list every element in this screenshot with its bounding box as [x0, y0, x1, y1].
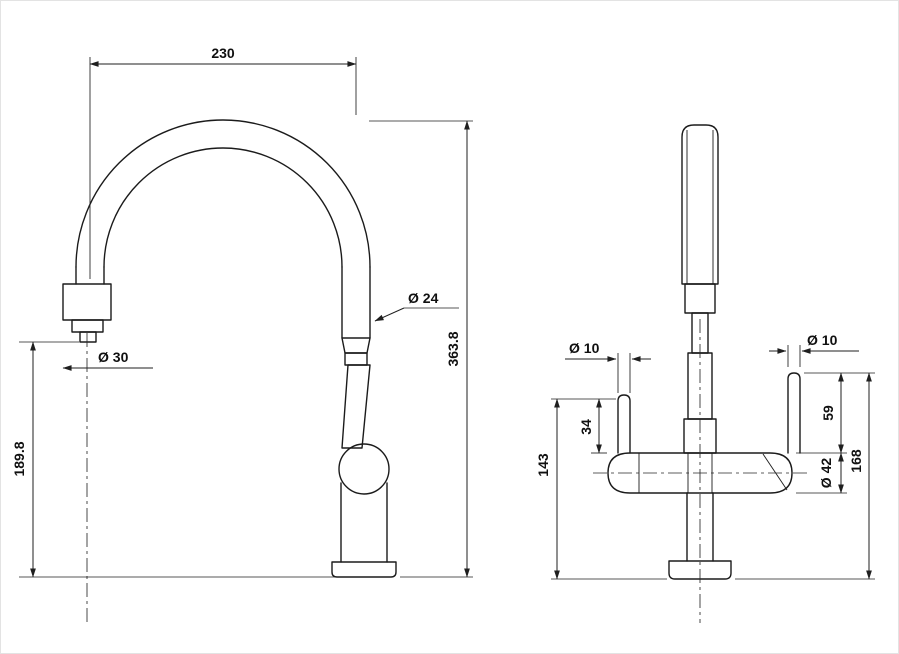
dim-d10-left: Ø 10: [565, 340, 651, 393]
handle-left: [617, 394, 631, 454]
handle-right: [787, 372, 801, 454]
base-flange: [668, 560, 732, 580]
body-cylinder: [340, 482, 388, 563]
dim-230: 230: [89, 45, 357, 279]
outlet-tip: [79, 331, 97, 343]
left-view: 230 Ø 24 363.8 Ø 30 189.8: [11, 45, 473, 623]
dim-label-363-8: 363.8: [445, 331, 461, 366]
spout-column-shading: [686, 130, 714, 284]
lever-joint-line: [762, 453, 788, 491]
dim-label-d24: Ø 24: [408, 290, 439, 306]
dim-label-d42: Ø 42: [818, 458, 834, 489]
spout-column: [681, 124, 719, 285]
outlet-mid: [71, 319, 104, 333]
collar-upper: [684, 283, 716, 314]
lower-column: [686, 492, 714, 562]
spout-arc-inner: [103, 147, 343, 268]
dim-label-189-8: 189.8: [11, 441, 27, 476]
ext-line: [617, 353, 631, 393]
ext-line: [787, 345, 801, 367]
spout-left-limb: [75, 266, 105, 285]
dim-189-8: 189.8: [11, 341, 339, 578]
neck-ring: [344, 352, 368, 366]
leader-line: [374, 307, 405, 322]
dim-d10-right: Ø 10: [769, 332, 859, 367]
dim-34: 34: [578, 398, 602, 454]
dim-d42: Ø 42: [818, 452, 844, 494]
dim-d30: Ø 30: [62, 349, 153, 371]
spout-arc-outer: [75, 119, 371, 268]
spout-right-limb: [341, 266, 371, 339]
dim-143: 143: [535, 398, 560, 580]
right-view: Ø 10 Ø 10 34 143 59: [535, 124, 875, 623]
dim-168: 168: [848, 372, 872, 580]
dim-label-34: 34: [578, 419, 594, 435]
dim-label-168: 168: [848, 449, 864, 473]
valve-body: [607, 452, 793, 494]
dim-d24: Ø 24: [374, 290, 459, 322]
ball-joint: [338, 443, 390, 495]
dim-label-59: 59: [820, 405, 836, 421]
dim-label-230: 230: [211, 45, 235, 61]
dim-59: 59: [820, 372, 844, 454]
dim-363-8: 363.8: [369, 120, 473, 578]
dim-label-d30: Ø 30: [98, 349, 129, 365]
base-flange: [331, 561, 397, 578]
handle-lever-side: [341, 364, 371, 449]
neck-collar: [341, 337, 371, 354]
dim-label-d10-right: Ø 10: [807, 332, 838, 348]
dim-label-d10-left: Ø 10: [569, 340, 600, 356]
outlet-body: [62, 283, 112, 321]
dim-label-143: 143: [535, 453, 551, 477]
